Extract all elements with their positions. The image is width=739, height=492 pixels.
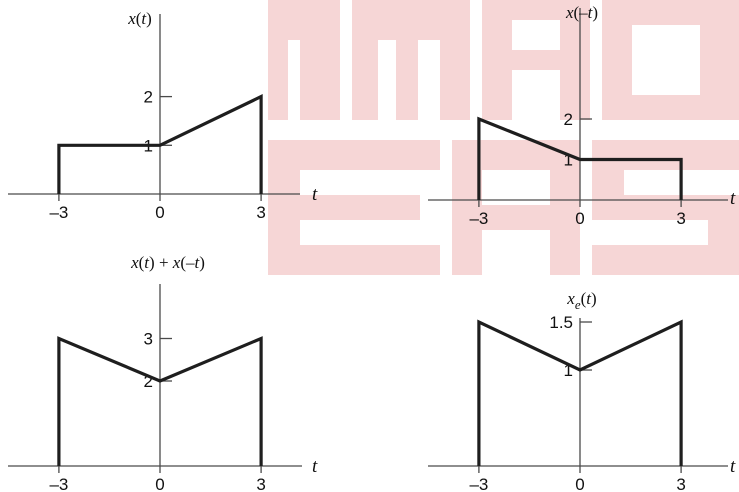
x-tick-label: –3 [49, 203, 68, 222]
x-tick-label: 0 [155, 203, 164, 222]
y-tick-label: 2 [564, 110, 573, 129]
y-tick-label: 1 [564, 151, 573, 170]
signal-line [57, 94, 263, 194]
chart-title: x(–t) [565, 3, 598, 22]
chart-panel-4: –3 0 3 1 1.5 t xe(t) [428, 289, 736, 492]
watermark-shape [482, 0, 590, 120]
watermark-shape [592, 140, 739, 275]
x-tick-label: –3 [49, 475, 68, 492]
x-tick-label: 3 [676, 475, 685, 492]
x-tick-label: 3 [676, 209, 685, 228]
y-tick-label: 1 [564, 361, 573, 380]
x-tick-label: –3 [469, 209, 488, 228]
chart-panel-2: –3 0 3 1 2 t x(–t) [428, 3, 736, 228]
x-axis-label: t [312, 456, 318, 477]
x-tick-label: 0 [575, 209, 584, 228]
y-tick-label: 2 [144, 372, 153, 391]
y-tick-label: 2 [144, 88, 153, 107]
x-axis-label: t [730, 456, 736, 477]
x-tick-label: 0 [575, 475, 584, 492]
watermark-shape [452, 140, 580, 275]
x-tick-label: 0 [155, 475, 164, 492]
x-tick-label: 3 [256, 475, 265, 492]
x-tick-label: 3 [256, 203, 265, 222]
chart-panel-3: –3 0 3 2 3 t x(t) + x(–t) [8, 253, 318, 492]
watermark-shape [268, 0, 340, 120]
signal-line [477, 116, 683, 200]
chart-title: x(t) + x(–t) [130, 253, 205, 272]
chart-title: xe(t) [566, 289, 596, 312]
signal-line [477, 319, 683, 466]
watermark-shape [268, 140, 440, 275]
watermark-logo [268, 0, 739, 275]
x-axis-label: t [730, 188, 736, 209]
y-tick-label: 1.5 [549, 313, 573, 332]
watermark-shape [352, 0, 470, 120]
chart-title: x(t) [127, 9, 152, 28]
y-tick-label: 3 [144, 330, 153, 349]
x-tick-label: –3 [469, 475, 488, 492]
watermark-shape [602, 0, 739, 120]
x-axis-label: t [312, 184, 318, 205]
signal-line [57, 336, 263, 466]
